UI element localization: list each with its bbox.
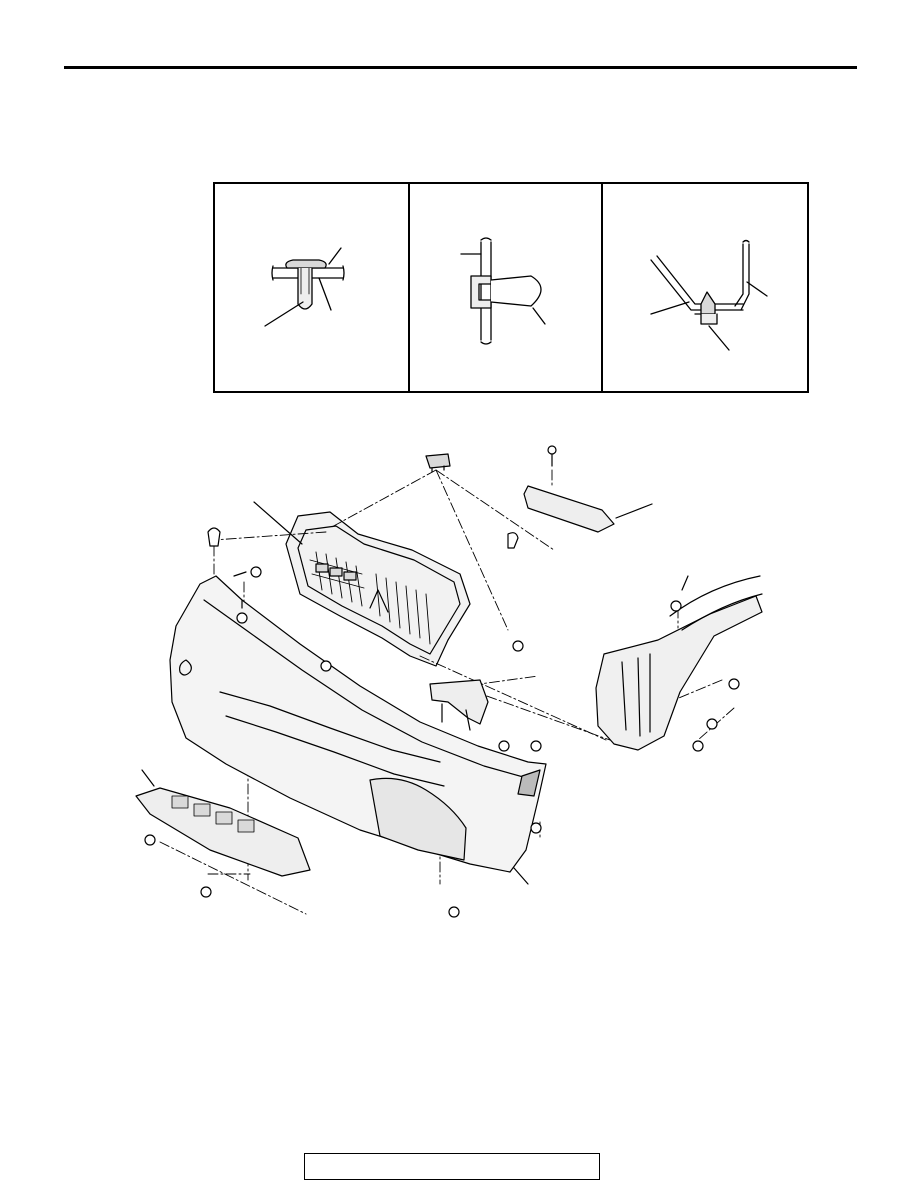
under-cover — [135, 769, 311, 877]
clip-icon — [728, 678, 740, 690]
bolt-icon — [448, 906, 460, 918]
page-footer-box — [304, 1153, 600, 1180]
bolt-icon — [530, 822, 542, 834]
front-bumper-exploded-view — [135, 445, 763, 918]
splash-shield — [595, 575, 763, 751]
clip-detail-panel — [213, 182, 809, 393]
clip-icon — [530, 740, 542, 752]
panel-divider — [601, 184, 603, 391]
clip-icon — [692, 740, 704, 752]
clip-detail-c — [650, 239, 768, 351]
front-bumper — [169, 575, 547, 885]
bolt-icon — [200, 886, 212, 898]
bolt-icon — [498, 740, 510, 752]
fasteners — [144, 527, 740, 918]
bolt-icon — [320, 660, 332, 672]
clip-icon — [207, 527, 221, 547]
clip-detail-b — [460, 237, 546, 345]
header-rule — [64, 66, 857, 69]
upper-cover — [523, 445, 653, 533]
grille-clip-top — [425, 453, 451, 473]
clip-detail-a — [264, 247, 345, 327]
clip-icon — [507, 532, 519, 549]
clip-icon — [706, 718, 718, 730]
bolt-icon — [236, 612, 248, 624]
clip-icon — [670, 600, 682, 612]
bolt-icon — [512, 640, 524, 652]
bolt-icon — [144, 834, 156, 846]
panel-divider — [408, 184, 410, 391]
bumper-bracket — [429, 679, 489, 731]
bolt-icon — [250, 566, 262, 578]
radiator-grille — [253, 501, 471, 667]
